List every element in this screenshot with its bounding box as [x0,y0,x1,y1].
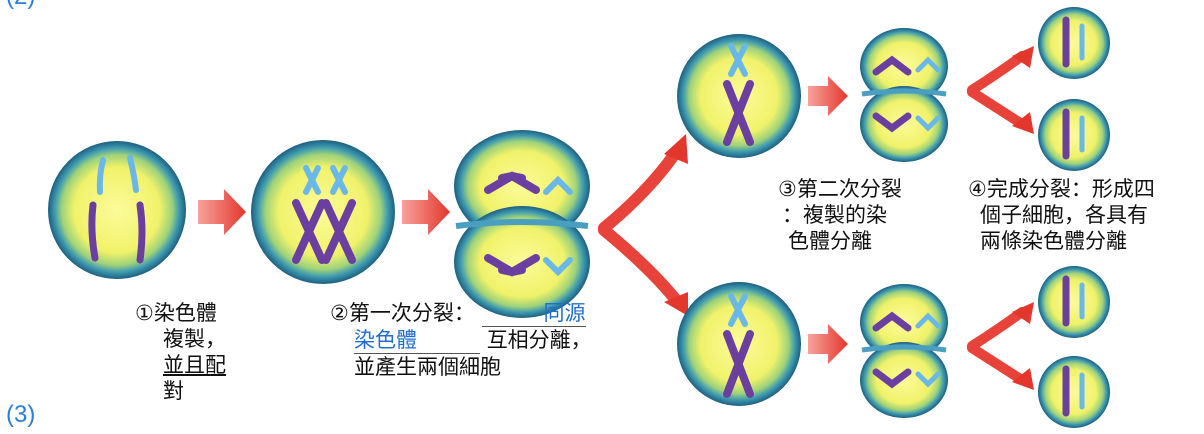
chromosome-pair-purple [88,201,146,264]
chromosome-purple [723,80,754,146]
step2-fill-1: 同源 [481,300,586,327]
step1-line: ①染色體 [135,301,217,325]
final-cell-2 [1038,99,1110,171]
step3-line: 色體分離 [788,229,872,253]
step1-line: 對 [163,379,184,403]
final-cell-4 [1038,356,1110,428]
cell-stage-1 [48,141,186,279]
step1-line: 複製， [163,327,226,351]
branch-arrows-top [967,46,1034,134]
arrow-top-to-division [808,76,848,116]
step4-caption: ④完成分裂：形成四 個子細胞，各具有 兩條染色體分離 [968,176,1155,254]
branch-arrows-bottom [967,302,1034,390]
cell-stage-4-bottom [677,282,801,406]
step3-caption: ③第二次分裂 ：複製的染 色體分離 [778,176,902,254]
step1-caption: ①染色體 複製， 並且配 對 [135,300,226,404]
step4-line: 個子細胞，各具有 [980,203,1148,227]
cell-stage-5-top-dividing [860,28,948,162]
separating-chromosomes-top [484,171,573,195]
separating-chromosomes-bottom [484,254,573,277]
step4-line: ④完成分裂：形成四 [968,177,1155,201]
arrow-2-to-3 [402,189,450,235]
step3-line: ：複製的染 [782,203,887,227]
replicated-blue-chromosomes [303,165,348,195]
branch-arrows-stage-3 [598,134,688,316]
corner-label-top: (2) [6,0,35,10]
chromosome-purple [723,330,754,398]
replicated-purple-chromosomes [292,199,356,264]
final-cell-1 [1038,7,1110,79]
cell-stage-2 [251,140,395,284]
step2-line3: 並產生兩個細胞 [354,355,501,379]
step2-prefix: ②第一次分裂： [330,301,475,325]
chromosome-pair-blue [96,155,139,195]
cell-stage-3-dividing [454,130,590,318]
step3-line: ③第二次分裂 [778,177,902,201]
step1-line: 並且配 [163,353,226,377]
arrow-1-to-2 [198,189,246,235]
cell-stage-5-bottom-dividing [860,284,948,418]
corner-label-bottom: (3) [6,401,36,428]
arrow-bottom-to-division [808,324,848,364]
step2-caption: ②第一次分裂： 同源 染色體 互相分離， 並產生兩個細胞 [330,300,592,380]
chromosome-blue [728,293,748,327]
chromosome-blue [728,43,748,77]
step2-fill-2: 染色體 [354,327,480,354]
final-cell-3 [1038,266,1110,338]
step4-line: 兩條染色體分離 [980,229,1127,253]
step2-line2-rest: 互相分離， [486,328,592,352]
cell-stage-4-top [677,34,801,158]
